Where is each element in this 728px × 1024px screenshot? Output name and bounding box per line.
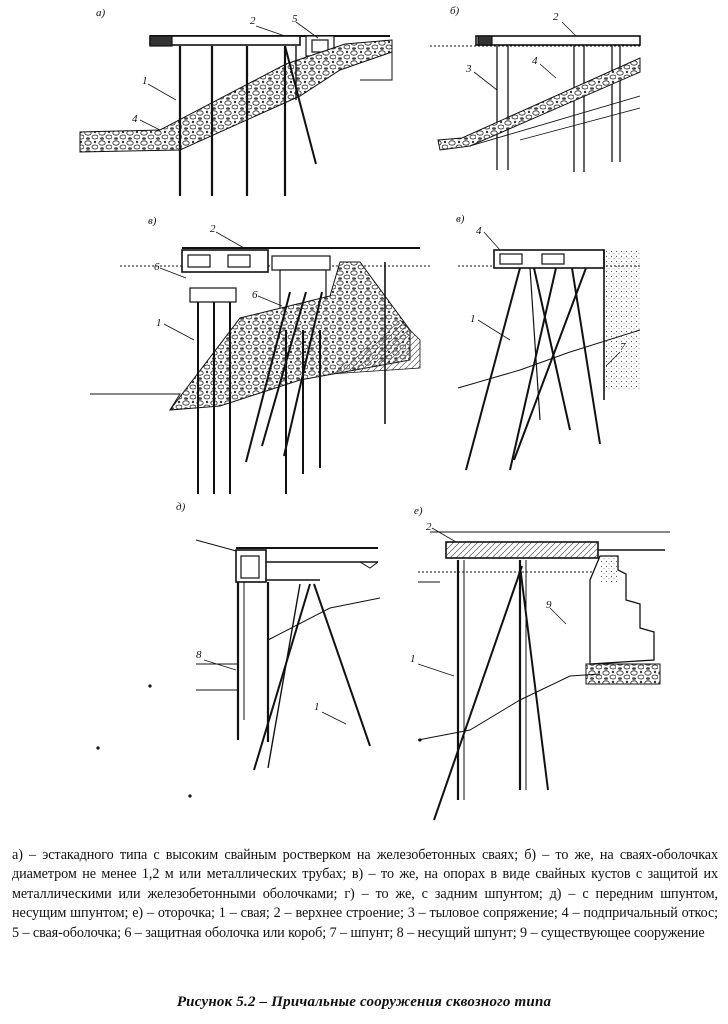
berth-structures-drawing: а) б) в) в) д) е) 1 2 4 5 2 3 4 1 2 6 6 …: [79, 5, 670, 821]
callout-a-2: 2: [250, 15, 256, 27]
callout-f-9: 9: [546, 599, 552, 611]
panel-label-f: е): [414, 505, 423, 517]
callout-a-5: 5: [292, 13, 298, 25]
panel-label-b: б): [450, 5, 460, 17]
callout-a-1: 1: [142, 75, 148, 87]
panel-d-drawing: [457, 231, 641, 471]
callout-d-7: 7: [620, 341, 626, 353]
callout-c-6a: 6: [154, 261, 160, 273]
panel-label-a: а): [96, 7, 106, 19]
callout-b-4: 4: [532, 55, 538, 67]
figure-title: Рисунок 5.2 – Причальные сооружения скво…: [176, 994, 552, 1010]
callout-b-2: 2: [553, 11, 559, 23]
panel-label-c: в): [148, 215, 157, 227]
panel-b-drawing: [430, 21, 641, 172]
callout-d-4: 4: [476, 225, 482, 237]
panel-a-drawing: [79, 21, 393, 196]
panel-label-d: в): [456, 213, 465, 225]
callout-e-1: 1: [314, 701, 320, 713]
callout-b-3: 3: [465, 63, 472, 75]
callout-d-1: 1: [470, 313, 476, 325]
panel-f-drawing: [417, 527, 670, 821]
figure-caption: а) – эстакадного типа с высоким свайным …: [12, 847, 718, 941]
callout-c-6b: 6: [252, 289, 258, 301]
callout-c-1: 1: [156, 317, 162, 329]
panel-c-drawing: [90, 231, 430, 494]
callout-f-2: 2: [426, 521, 432, 533]
callout-f-1: 1: [410, 653, 416, 665]
panel-label-e: д): [176, 501, 186, 513]
callout-e-8: 8: [196, 649, 202, 661]
callout-c-2: 2: [210, 223, 216, 235]
panel-e-drawing: [195, 539, 381, 771]
callout-a-4: 4: [132, 113, 138, 125]
